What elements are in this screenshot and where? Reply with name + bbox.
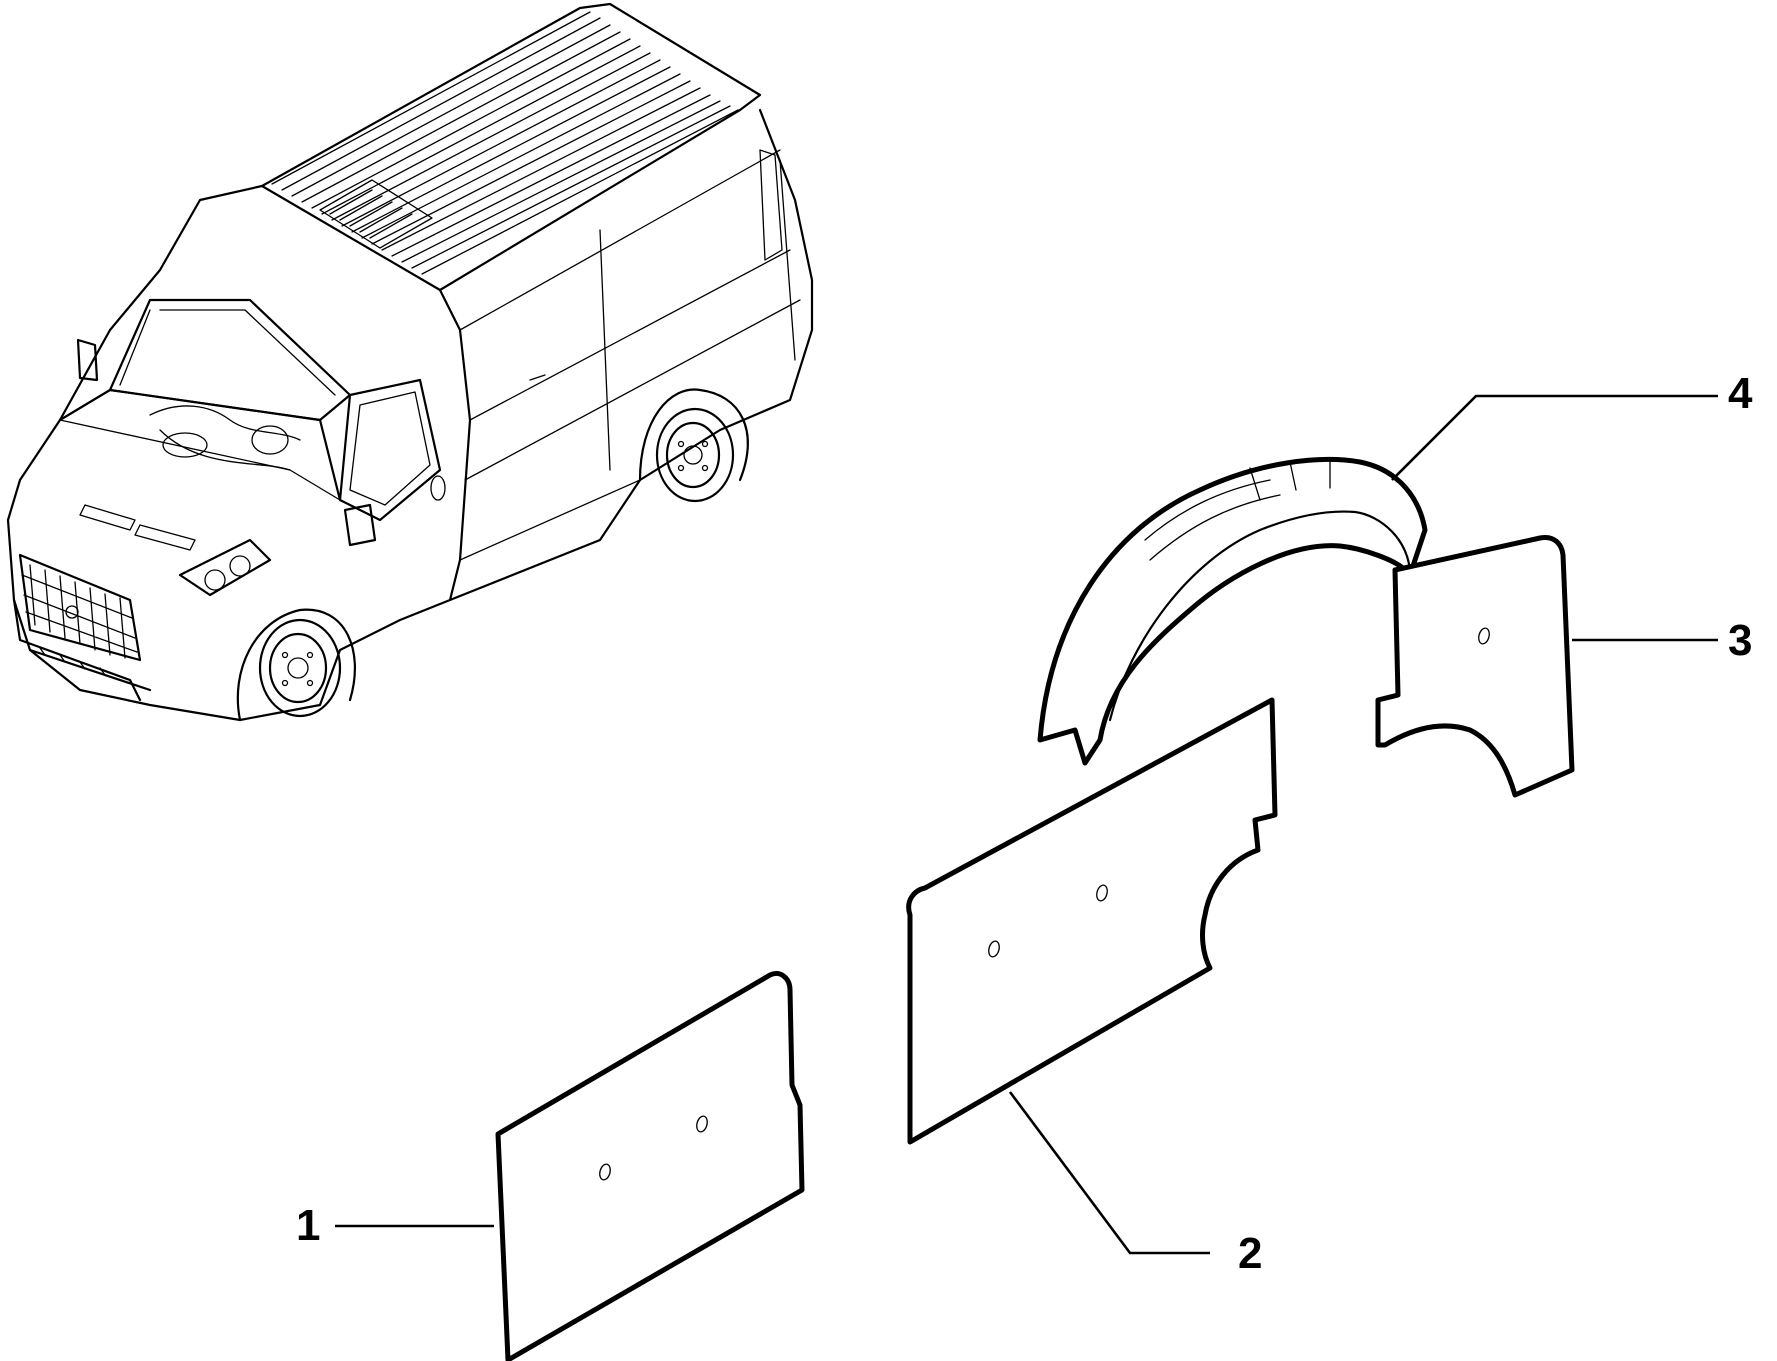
callout-3: 3 (1728, 616, 1753, 665)
part-4-wheel-arch-liner (1037, 456, 1428, 766)
van-illustration (6, 2, 814, 722)
callout-4: 4 (1728, 369, 1753, 418)
callout-2: 2 (1238, 1229, 1263, 1278)
callout-1: 1 (296, 1201, 321, 1250)
leader-lines (335, 394, 1718, 1255)
part-3-side-panel (1375, 534, 1575, 798)
part-2-large-panel (906, 697, 1278, 1145)
leader-line-2 (1008, 1091, 1210, 1255)
part-1-small-panel (495, 971, 805, 1361)
leader-line-4 (1391, 394, 1718, 481)
